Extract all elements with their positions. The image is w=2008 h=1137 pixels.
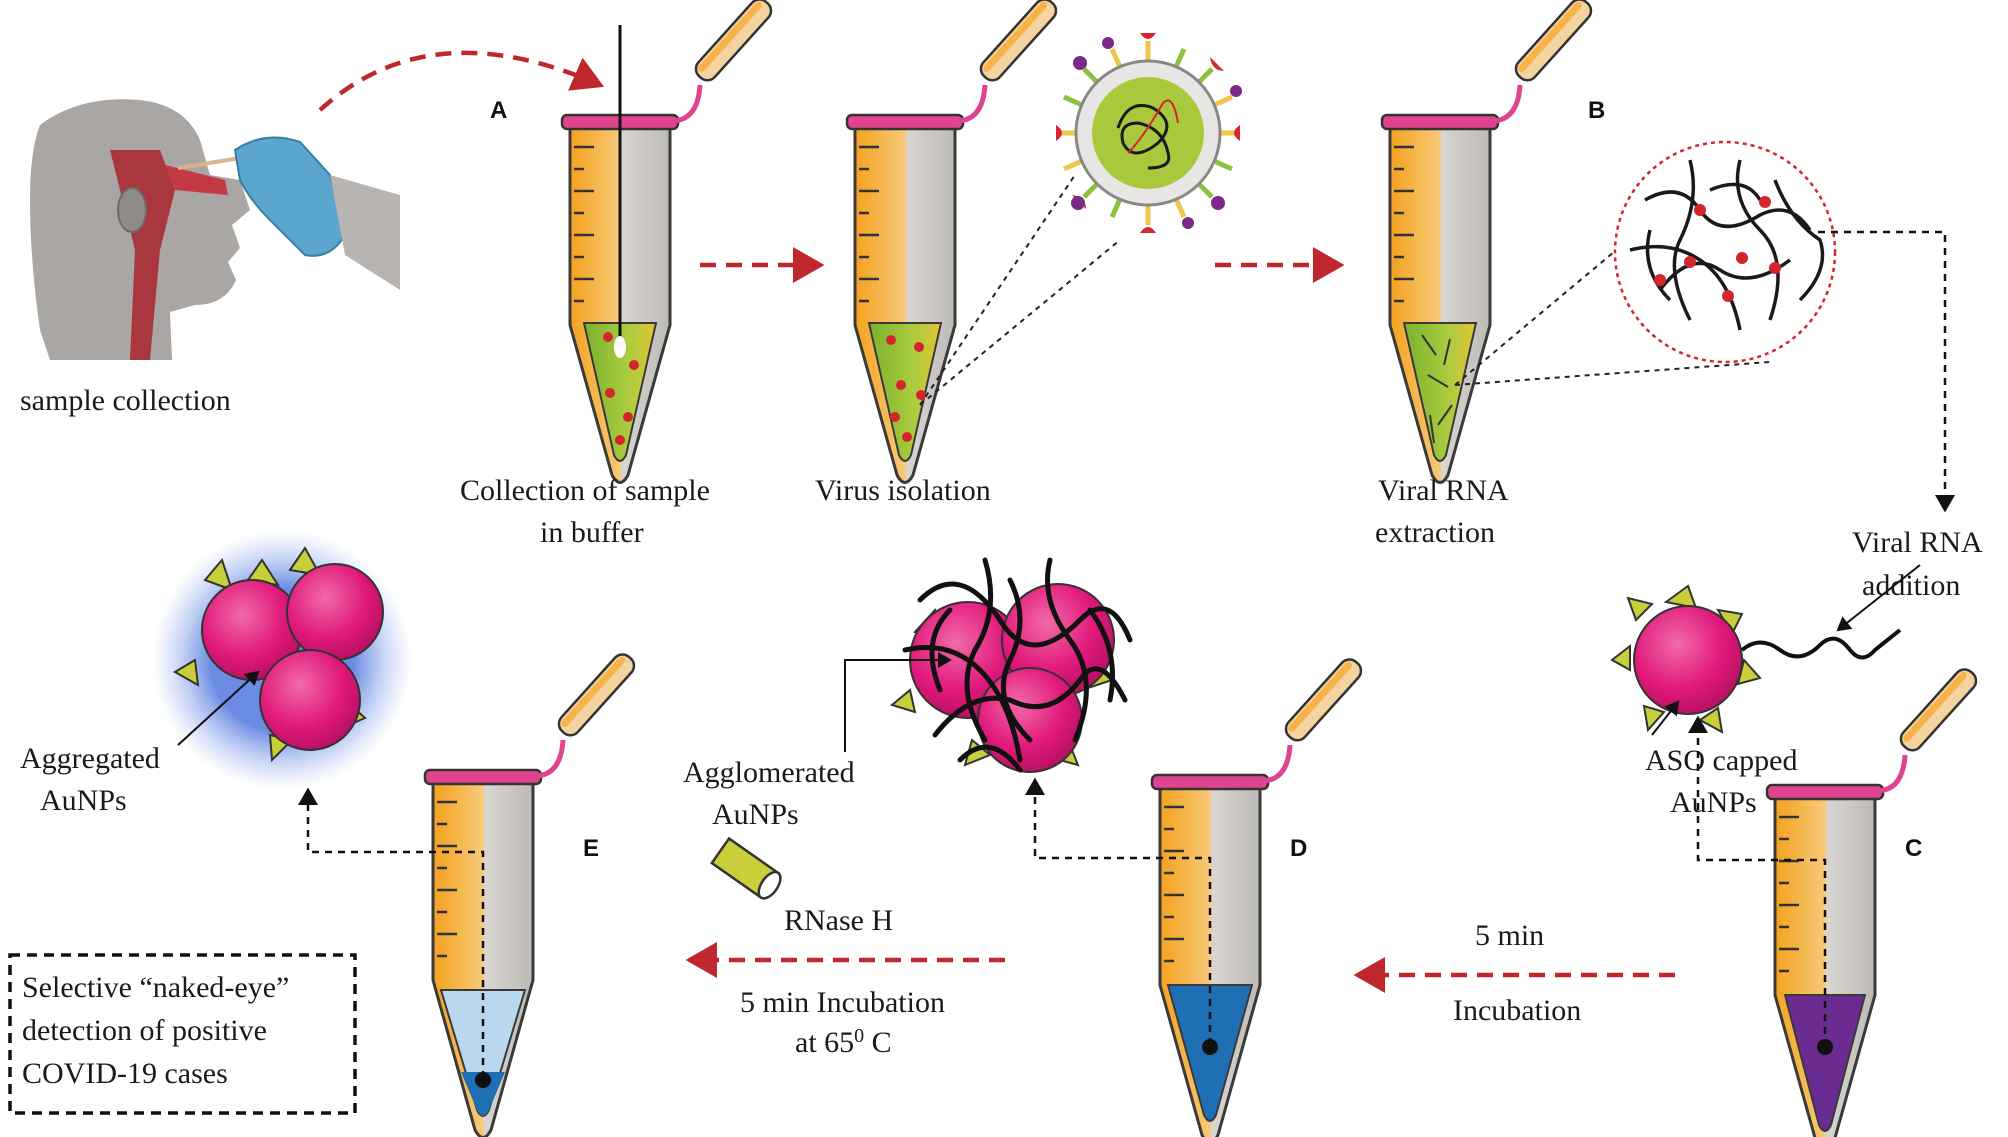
tube-c-pointer	[1688, 715, 1827, 1047]
result-box	[8, 953, 357, 1115]
virus-particle	[1056, 33, 1242, 233]
rna-addition-arrow	[1818, 230, 1955, 513]
agglomerated-label-line2: AuNPs	[712, 798, 799, 831]
rna-addition-line2: addition	[1862, 569, 1960, 602]
rnase-h-icon	[710, 836, 782, 900]
agglomerated-label-line1: Agglomerated	[683, 756, 855, 789]
swab-transfer-arrow	[318, 50, 605, 112]
tube-b	[1382, 0, 1595, 483]
box-line2: detection of positive	[22, 1014, 267, 1047]
collection-label-line2: in buffer	[540, 516, 644, 549]
rnase-label: RNase H	[784, 904, 893, 937]
aso-capped-aunp	[1610, 584, 1902, 734]
incubation-label: Incubation	[1453, 994, 1581, 1027]
panel-letter-b: B	[1588, 97, 1605, 124]
tube-a	[562, 0, 775, 483]
incubation65-line2: at 650 C	[795, 1025, 892, 1059]
tube-d-pointer	[1025, 777, 1212, 1045]
rna-addition-line1: Viral RNA	[1852, 526, 1983, 559]
box-line1: Selective “naked-eye”	[22, 971, 289, 1004]
agglomerated-aunps	[889, 557, 1133, 773]
rna-zoom-circle	[1613, 140, 1837, 364]
patient-swab-illustration	[30, 99, 400, 361]
tube-e	[425, 650, 638, 1137]
panel-letter-d: D	[1290, 835, 1307, 862]
tube-d	[1152, 655, 1365, 1137]
aso-label-line2: AuNPs	[1670, 786, 1757, 819]
box-line3: COVID-19 cases	[22, 1057, 228, 1090]
rna-extraction-line1: Viral RNA	[1378, 474, 1509, 507]
virus-isolation-label: Virus isolation	[815, 474, 991, 507]
incubation65-line1: 5 min Incubation	[740, 986, 945, 1019]
panel-letter-c: C	[1905, 835, 1922, 862]
tube-e-pointer	[298, 787, 485, 1078]
incubation-time-label: 5 min	[1475, 919, 1544, 952]
panel-letter-e: E	[583, 835, 599, 862]
aggregated-label-line1: Aggregated	[20, 742, 160, 775]
aggregated-aunps	[152, 530, 412, 790]
tube-c	[1767, 665, 1980, 1137]
aso-label-line1: ASO capped	[1645, 744, 1797, 777]
sample-collection-label: sample collection	[20, 384, 231, 417]
rna-extraction-line2: extraction	[1375, 516, 1495, 549]
aggregated-label-line2: AuNPs	[40, 784, 127, 817]
panel-letter-a: A	[490, 97, 507, 124]
collection-label-line1: Collection of sample	[460, 474, 710, 507]
tube-virus-isolation	[847, 0, 1060, 483]
